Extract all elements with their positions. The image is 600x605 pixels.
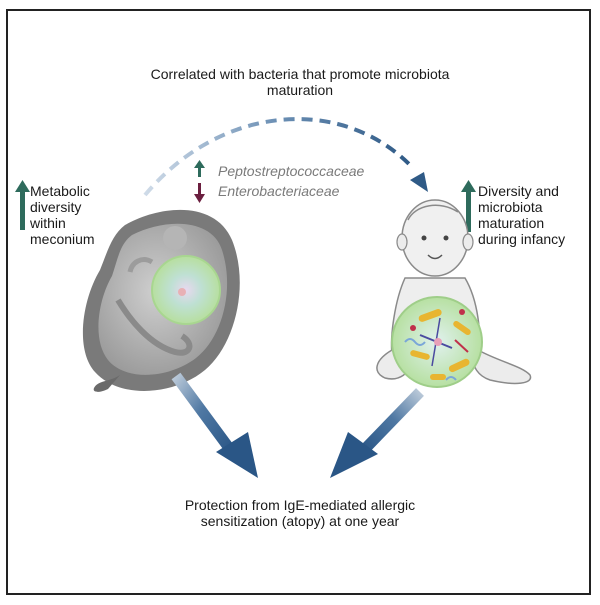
baby-illustration [376,199,532,388]
bottom-caption: Protection from IgE-mediated allergic se… [184,497,416,529]
pregnancy-illustration [82,209,240,392]
gut-sphere-left [151,255,221,325]
increase-arrow-icon [15,180,30,230]
dashed-arc-arrowhead [410,172,428,192]
taxon-decreased: Enterobacteriaceae [218,183,340,199]
right-converging-arrow [330,388,424,478]
bacteria-icon [404,309,471,381]
infancy-diversity-label: Diversity and microbiota maturation duri… [478,183,566,247]
left-converging-arrow [171,372,258,478]
dashed-arc-arrow [143,117,412,197]
taxon-increased: Peptostreptococcaceae [218,163,365,179]
increase-arrow-icon [461,180,476,232]
taxon-down-arrow-icon [194,183,205,203]
metabolic-diversity-label: Metabolic diversity within meconium [30,183,95,247]
taxon-up-arrow-icon [194,160,205,177]
top-caption: Correlated with bacteria that promote mi… [150,66,450,98]
